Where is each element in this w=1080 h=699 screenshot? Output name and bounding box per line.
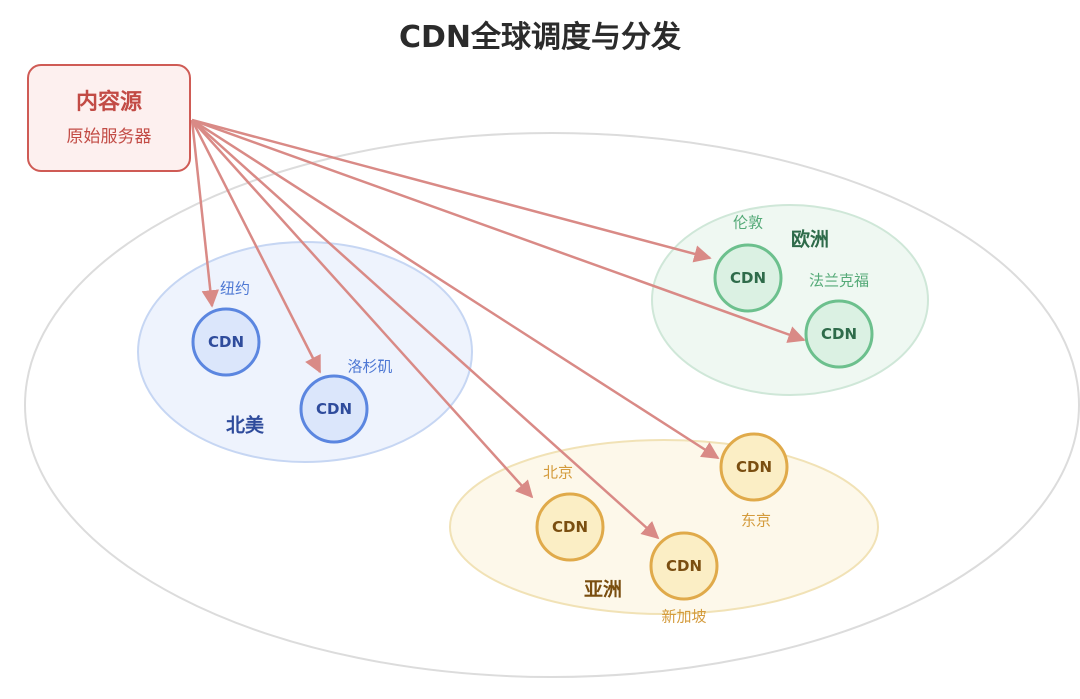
edge-to-london bbox=[191, 118, 712, 263]
cdn-node-text-tokyo: CDN bbox=[735, 458, 773, 476]
edge-to-tokyo bbox=[191, 118, 720, 460]
cdn-node-newyork bbox=[191, 307, 261, 377]
cdn-node-singapore bbox=[649, 531, 719, 601]
origin-title: 内容源 bbox=[75, 90, 142, 115]
origin-subtitle: 原始服务器 bbox=[66, 127, 152, 147]
edge-to-singapore bbox=[191, 119, 660, 540]
cdn-node-text-singapore: CDN bbox=[665, 557, 703, 575]
cdn-node-text-london: CDN bbox=[729, 269, 767, 287]
cdn-node-london bbox=[713, 243, 783, 313]
region-label-europe: 欧洲 bbox=[790, 228, 830, 251]
edge-to-beijing bbox=[191, 119, 534, 499]
city-label-frankfurt: 法兰克福 bbox=[808, 271, 870, 290]
cdn-node-text-losangeles: CDN bbox=[315, 400, 353, 418]
city-label-tokyo: 东京 bbox=[740, 511, 772, 530]
cdn-node-text-beijing: CDN bbox=[551, 518, 589, 536]
region-north-america bbox=[137, 241, 473, 463]
cdn-node-text-newyork: CDN bbox=[207, 333, 245, 351]
cdn-node-losangeles bbox=[299, 374, 369, 444]
region-label-north-america: 北美 bbox=[225, 414, 265, 437]
edge-to-losangeles bbox=[190, 119, 322, 374]
cdn-node-tokyo bbox=[719, 432, 789, 502]
diagram-title: CDN全球调度与分发 bbox=[398, 20, 682, 55]
city-label-newyork: 纽约 bbox=[219, 279, 251, 298]
city-label-singapore: 新加坡 bbox=[661, 607, 707, 626]
edge-to-newyork bbox=[190, 119, 220, 308]
city-label-london: 伦敦 bbox=[732, 213, 764, 232]
cdn-node-beijing bbox=[535, 492, 605, 562]
city-label-losangeles: 洛杉矶 bbox=[347, 357, 393, 376]
distribution-edges bbox=[190, 118, 806, 540]
origin-server-box: 内容源 原始服务器 bbox=[27, 64, 191, 172]
cdn-node-frankfurt bbox=[804, 299, 874, 369]
region-label-asia: 亚洲 bbox=[583, 578, 623, 601]
city-label-beijing: 北京 bbox=[542, 463, 574, 482]
edge-to-frankfurt bbox=[191, 118, 806, 343]
global-boundary bbox=[24, 132, 1080, 678]
cdn-node-text-frankfurt: CDN bbox=[820, 325, 858, 343]
